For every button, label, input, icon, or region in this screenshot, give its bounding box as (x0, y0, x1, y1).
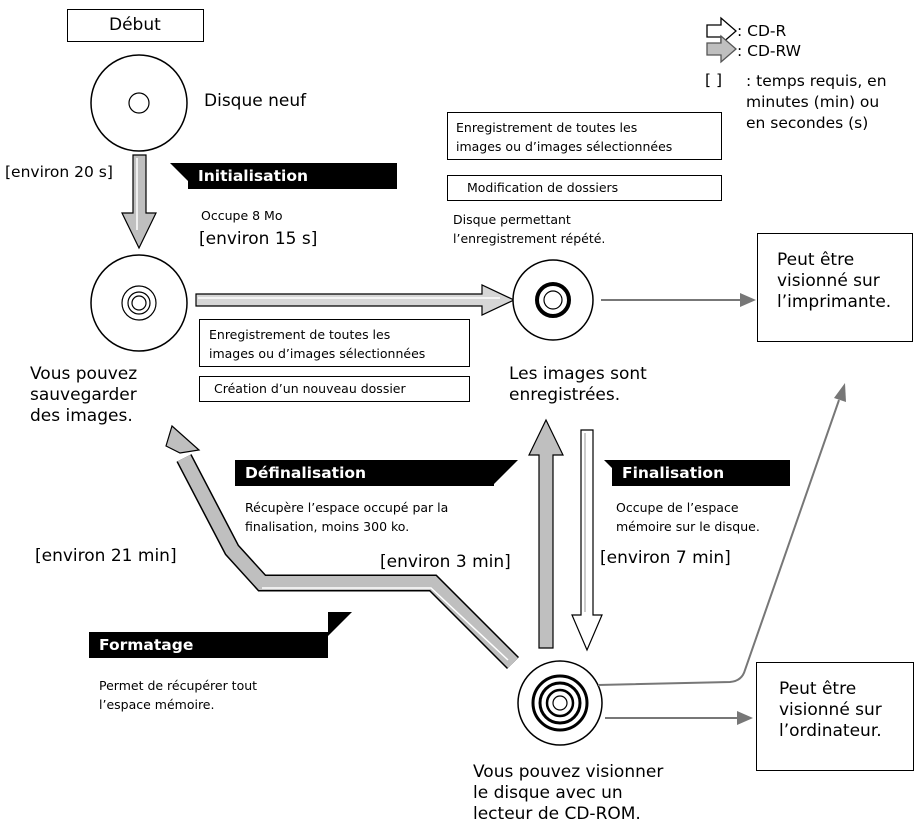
save-folder-text: Création d’un nouveau dossier (214, 381, 406, 396)
init-title: Initialisation (188, 163, 397, 189)
disc-final (517, 660, 603, 746)
disc-save (90, 254, 188, 352)
finalisation-desc: Occupe de l’espace mémoire sur le disque… (616, 500, 760, 534)
finalisation-title: Finalisation (612, 460, 790, 486)
formatage-pointer (328, 612, 352, 636)
cdrw-legend-arrow (706, 34, 737, 64)
computer-arrow (605, 711, 753, 725)
init-title-text: Initialisation (198, 167, 309, 185)
finalisation-time: [environ 7 min] (600, 548, 731, 568)
computer-box: Peut être visionné sur l’ordinateur. (756, 662, 914, 771)
legend-bracket-text: : temps requis, en minutes (min) ou en s… (746, 72, 887, 132)
cdrw-modify-box: Modification de dossiers (447, 175, 722, 201)
definalisation-pointer (494, 460, 518, 484)
definalisation-time: [environ 3 min] (380, 552, 511, 572)
init-arrow (121, 154, 157, 250)
formatage-arrow (165, 424, 520, 670)
disc-final-label: Vous pouvez visionner le disque avec un … (473, 762, 664, 824)
printer-box: Peut être visionné sur l’imprimante. (757, 233, 913, 342)
disc-recorded (512, 259, 594, 341)
start-box: Début (67, 9, 204, 42)
init-time2: [environ 15 s] (199, 229, 318, 249)
formatage-time: [environ 21 min] (35, 546, 177, 566)
disc-recorded-label: Les images sont enregistrées. (509, 364, 647, 405)
disc-new-label: Disque neuf (204, 91, 307, 111)
legend-cdrw-text: : CD-RW (737, 42, 801, 60)
start-label: Début (109, 15, 161, 35)
definalisation-title-text: Définalisation (245, 464, 367, 482)
save-record-text: Enregistrement de toutes les images ou d… (209, 327, 426, 361)
formatage-desc: Permet de récupérer tout l’espace mémoir… (99, 678, 258, 712)
final-to-printer-arrow (597, 383, 846, 686)
save-record-box: Enregistrement de toutes les images ou d… (199, 319, 470, 367)
definalisation-arrow (528, 418, 564, 649)
cdrw-modify-text: Modification de dossiers (467, 180, 619, 195)
finalisation-arrow (571, 429, 603, 652)
save-folder-box: Création d’un nouveau dossier (199, 376, 470, 402)
init-time: [environ 20 s] (5, 163, 113, 181)
definalisation-desc: Récupère l’espace occupé par la finalisa… (245, 500, 449, 534)
cdrw-record-box: Enregistrement de toutes les images ou d… (447, 112, 722, 160)
cdrw-note: Disque permettant l’enregistrement répét… (453, 212, 606, 246)
printer-text: Peut être visionné sur l’imprimante. (777, 250, 892, 312)
formatage-title-text: Formatage (99, 636, 194, 654)
disc-new (90, 54, 188, 152)
legend-cdr-text: : CD-R (737, 22, 787, 40)
disc-save-label: Vous pouvez sauvegarder des images. (30, 364, 138, 426)
cdr-legend-arrow (706, 16, 737, 46)
init-occupies: Occupe 8 Mo (201, 208, 283, 223)
finalisation-title-text: Finalisation (622, 464, 725, 482)
definalisation-title: Définalisation (235, 460, 494, 486)
legend-bracket-symbol: [ ] (705, 71, 723, 89)
record-arrow (195, 284, 516, 316)
formatage-title: Formatage (89, 632, 328, 658)
computer-text: Peut être visionné sur l’ordinateur. (779, 679, 882, 741)
printer-arrow (601, 293, 756, 307)
cdrw-record-text: Enregistrement de toutes les images ou d… (456, 120, 673, 154)
